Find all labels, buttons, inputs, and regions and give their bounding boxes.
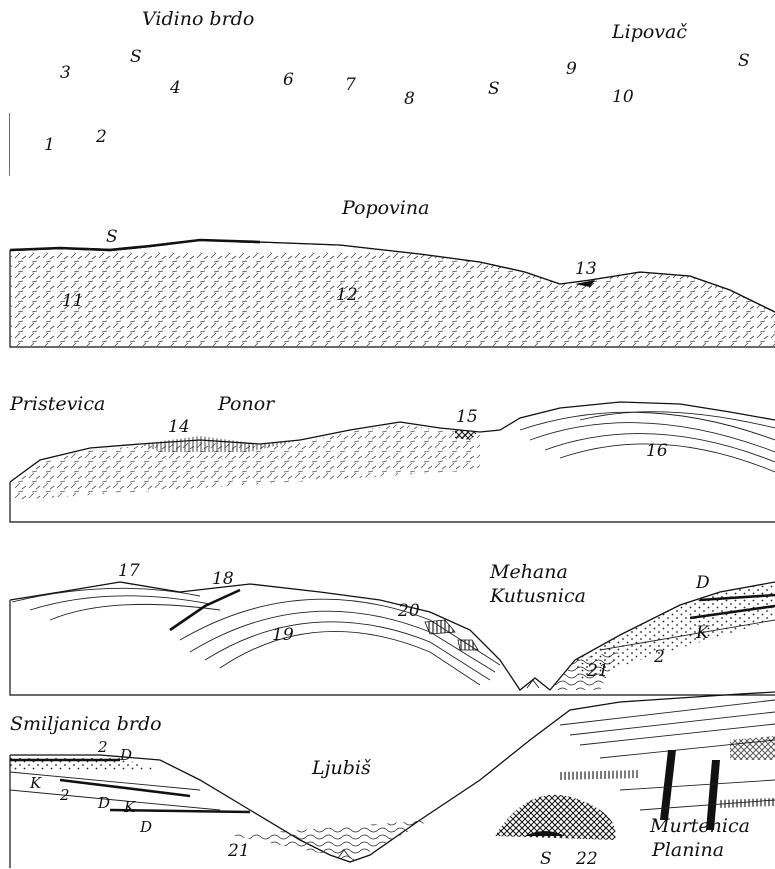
place-pristevica: Pristevica <box>9 393 105 415</box>
label-2-s4: 2 <box>653 647 665 667</box>
label-12: 12 <box>336 285 358 305</box>
label-5-b: S <box>488 79 500 99</box>
label-17: 17 <box>118 561 140 581</box>
label-2-s5b: 2 <box>59 786 70 804</box>
section-4-lens-20 <box>425 620 455 634</box>
place-mehana: Mehana <box>489 561 568 583</box>
place-murtenica: Murtenica <box>649 815 750 837</box>
section-5-bed <box>620 780 775 790</box>
label-13: 13 <box>575 259 597 279</box>
label-2-s5a: 2 <box>97 738 108 756</box>
section-5-band-2 <box>60 780 190 796</box>
section-3 <box>10 402 775 522</box>
label-8: 8 <box>404 89 415 109</box>
label-k-s5a: K <box>29 774 42 792</box>
section-5-hatch-top <box>730 736 775 760</box>
section-4-bed <box>30 596 210 610</box>
label-21-s5: 21 <box>227 841 250 861</box>
section-4 <box>10 582 775 695</box>
section-5-folded-21 <box>230 820 430 862</box>
section-5-ladder-2 <box>720 798 775 808</box>
section-4-bed-18 <box>170 590 240 630</box>
section-2 <box>10 0 775 347</box>
place-planina: Planina <box>651 839 724 861</box>
label-15: 15 <box>456 407 478 427</box>
section-4-lens-20b <box>458 640 478 650</box>
label-d-s4: D <box>695 573 710 593</box>
label-9: 9 <box>566 59 577 79</box>
label-18: 18 <box>212 569 234 589</box>
section-5-bed <box>10 790 220 810</box>
label-1: 1 <box>44 135 55 155</box>
label-5-d: S <box>106 227 118 247</box>
label-10: 10 <box>612 87 634 107</box>
label-5-a: S <box>130 47 142 67</box>
section-5-bed <box>560 700 775 725</box>
place-ljubis: Ljubiš <box>311 757 371 779</box>
label-2: 2 <box>95 127 107 147</box>
label-5-c: S <box>738 51 750 71</box>
label-19: 19 <box>272 625 294 645</box>
place-kutusnica: Kutusnica <box>489 585 586 607</box>
label-11: 11 <box>62 291 84 311</box>
section-4-bed <box>220 631 480 685</box>
label-4: 4 <box>169 78 181 98</box>
label-d-s5c: D <box>139 818 152 836</box>
place-lipovac: Lipovač <box>611 21 687 43</box>
label-6: 6 <box>283 70 294 90</box>
place-smiljanica-brdo: Smiljanica brdo <box>10 713 162 735</box>
label-d-s5b: D <box>97 794 110 812</box>
label-7: 7 <box>345 75 356 95</box>
place-ponor: Ponor <box>217 393 276 415</box>
section-5-bed <box>570 712 775 735</box>
label-14: 14 <box>168 417 190 437</box>
label-22: 22 <box>575 849 598 869</box>
label-3: 3 <box>60 63 71 83</box>
label-20: 20 <box>397 601 420 621</box>
label-k-s5b: K <box>123 798 136 816</box>
section-5-ladder <box>560 770 640 780</box>
label-16: 16 <box>646 441 668 461</box>
section-4-valley-mark <box>527 680 539 688</box>
section-3-bed <box>520 412 775 440</box>
label-d-s5a: D <box>119 746 132 764</box>
label-21: 21 <box>586 661 609 681</box>
place-popovina: Popovina <box>341 197 429 219</box>
section-3-dashes <box>12 424 480 500</box>
label-k-s4: K <box>695 623 710 643</box>
label-s-s5: S <box>540 849 552 869</box>
section-5-dike-1 <box>660 750 676 820</box>
place-vidino-brdo: Vidino brdo <box>142 8 254 30</box>
